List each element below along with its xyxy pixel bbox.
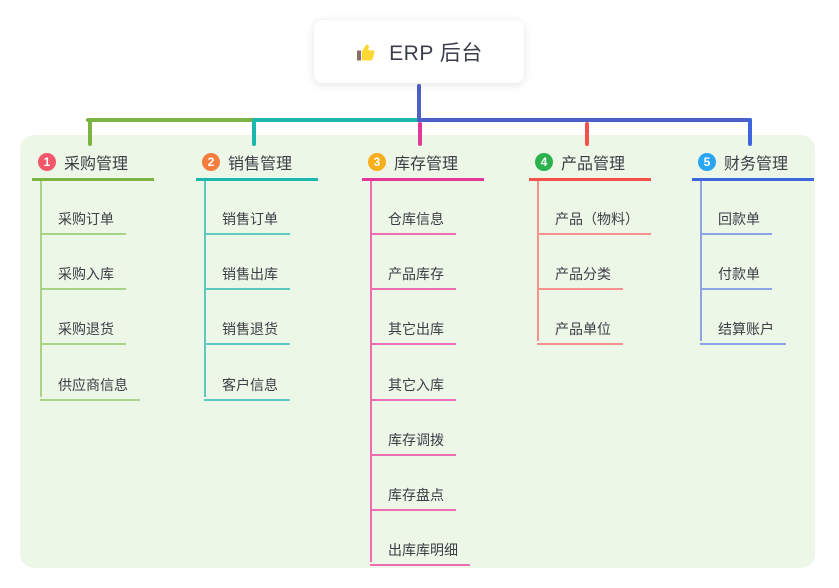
child-label: 出库库明细 xyxy=(388,542,458,559)
branch-connector-drop xyxy=(418,122,422,146)
child-label: 产品库存 xyxy=(388,266,444,283)
child-label: 产品单位 xyxy=(555,321,611,338)
branch-label[interactable]: 3 库存管理 xyxy=(362,146,484,181)
child-node[interactable]: 产品库存 xyxy=(370,256,456,291)
branch-number-badge: 3 xyxy=(368,153,386,171)
root-connector-line xyxy=(417,84,421,120)
child-node[interactable]: 其它出库 xyxy=(370,311,456,346)
child-node[interactable]: 库存调拨 xyxy=(370,422,456,456)
branch-label[interactable]: 4 产品管理 xyxy=(529,146,651,181)
branch-label[interactable]: 5 财务管理 xyxy=(692,146,814,181)
branch-number-badge: 1 xyxy=(38,153,56,171)
connector-bus-right xyxy=(417,118,752,122)
child-node[interactable]: 其它入库 xyxy=(370,367,456,401)
branch-connector-drop xyxy=(252,118,256,146)
child-node[interactable]: 采购退货 xyxy=(40,311,126,346)
child-node[interactable]: 客户信息 xyxy=(204,367,290,401)
branches-background-panel xyxy=(20,135,815,568)
child-node[interactable]: 库存盘点 xyxy=(370,477,456,511)
child-label: 库存盘点 xyxy=(388,487,444,503)
child-label: 采购退货 xyxy=(58,321,114,338)
branch-title: 产品管理 xyxy=(561,156,626,173)
child-node[interactable]: 产品分类 xyxy=(537,256,623,291)
branch-trunk-line xyxy=(537,181,539,342)
child-label: 库存调拨 xyxy=(388,431,444,448)
child-label: 销售订单 xyxy=(222,211,278,227)
child-node[interactable]: 产品（物料） xyxy=(537,201,651,235)
child-label: 客户信息 xyxy=(222,376,278,393)
connector-bus-mid xyxy=(252,118,422,122)
child-label: 供应商信息 xyxy=(58,376,128,393)
child-label: 仓库信息 xyxy=(388,211,444,227)
child-label: 付款单 xyxy=(718,266,760,283)
child-label: 销售退货 xyxy=(222,321,278,338)
child-node[interactable]: 采购订单 xyxy=(40,201,126,235)
child-node[interactable]: 出库库明细 xyxy=(370,532,470,567)
branch-connector-drop xyxy=(748,118,752,146)
child-label: 其它入库 xyxy=(388,376,444,393)
branch-title: 采购管理 xyxy=(64,156,129,173)
branch-trunk-line xyxy=(700,181,702,342)
child-node[interactable]: 销售订单 xyxy=(204,201,290,235)
child-label: 回款单 xyxy=(718,211,760,227)
child-node[interactable]: 销售出库 xyxy=(204,256,290,291)
branch-title: 销售管理 xyxy=(228,156,293,173)
branch-number-badge: 2 xyxy=(202,153,220,171)
child-label: 采购订单 xyxy=(58,211,114,227)
branch-title: 库存管理 xyxy=(394,156,459,173)
child-node[interactable]: 供应商信息 xyxy=(40,367,140,401)
branch-trunk-line xyxy=(370,181,372,563)
child-label: 产品（物料） xyxy=(555,211,639,227)
thumbs-up-icon xyxy=(357,44,375,60)
branch-connector-drop xyxy=(585,122,589,146)
child-label: 销售出库 xyxy=(222,266,278,283)
branch-label[interactable]: 2 销售管理 xyxy=(196,146,318,181)
connector-bus-left xyxy=(86,118,256,122)
child-node[interactable]: 回款单 xyxy=(700,201,772,235)
child-node[interactable]: 付款单 xyxy=(700,256,772,291)
child-node[interactable]: 结算账户 xyxy=(700,311,786,346)
child-label: 产品分类 xyxy=(555,266,611,283)
child-node[interactable]: 采购入库 xyxy=(40,256,126,291)
branch-number-badge: 5 xyxy=(698,153,716,171)
branch-label[interactable]: 1 采购管理 xyxy=(32,146,154,181)
child-node[interactable]: 销售退货 xyxy=(204,311,290,346)
root-node[interactable]: ERP 后台 xyxy=(314,20,524,83)
child-node[interactable]: 仓库信息 xyxy=(370,201,456,235)
branch-connector-drop xyxy=(88,118,92,146)
child-label: 采购入库 xyxy=(58,266,114,283)
child-node[interactable]: 产品单位 xyxy=(537,311,623,346)
branch-title: 财务管理 xyxy=(724,156,789,173)
root-title: ERP 后台 xyxy=(389,41,483,65)
child-label: 其它出库 xyxy=(388,321,444,338)
child-label: 结算账户 xyxy=(718,321,774,338)
branch-number-badge: 4 xyxy=(535,153,553,171)
